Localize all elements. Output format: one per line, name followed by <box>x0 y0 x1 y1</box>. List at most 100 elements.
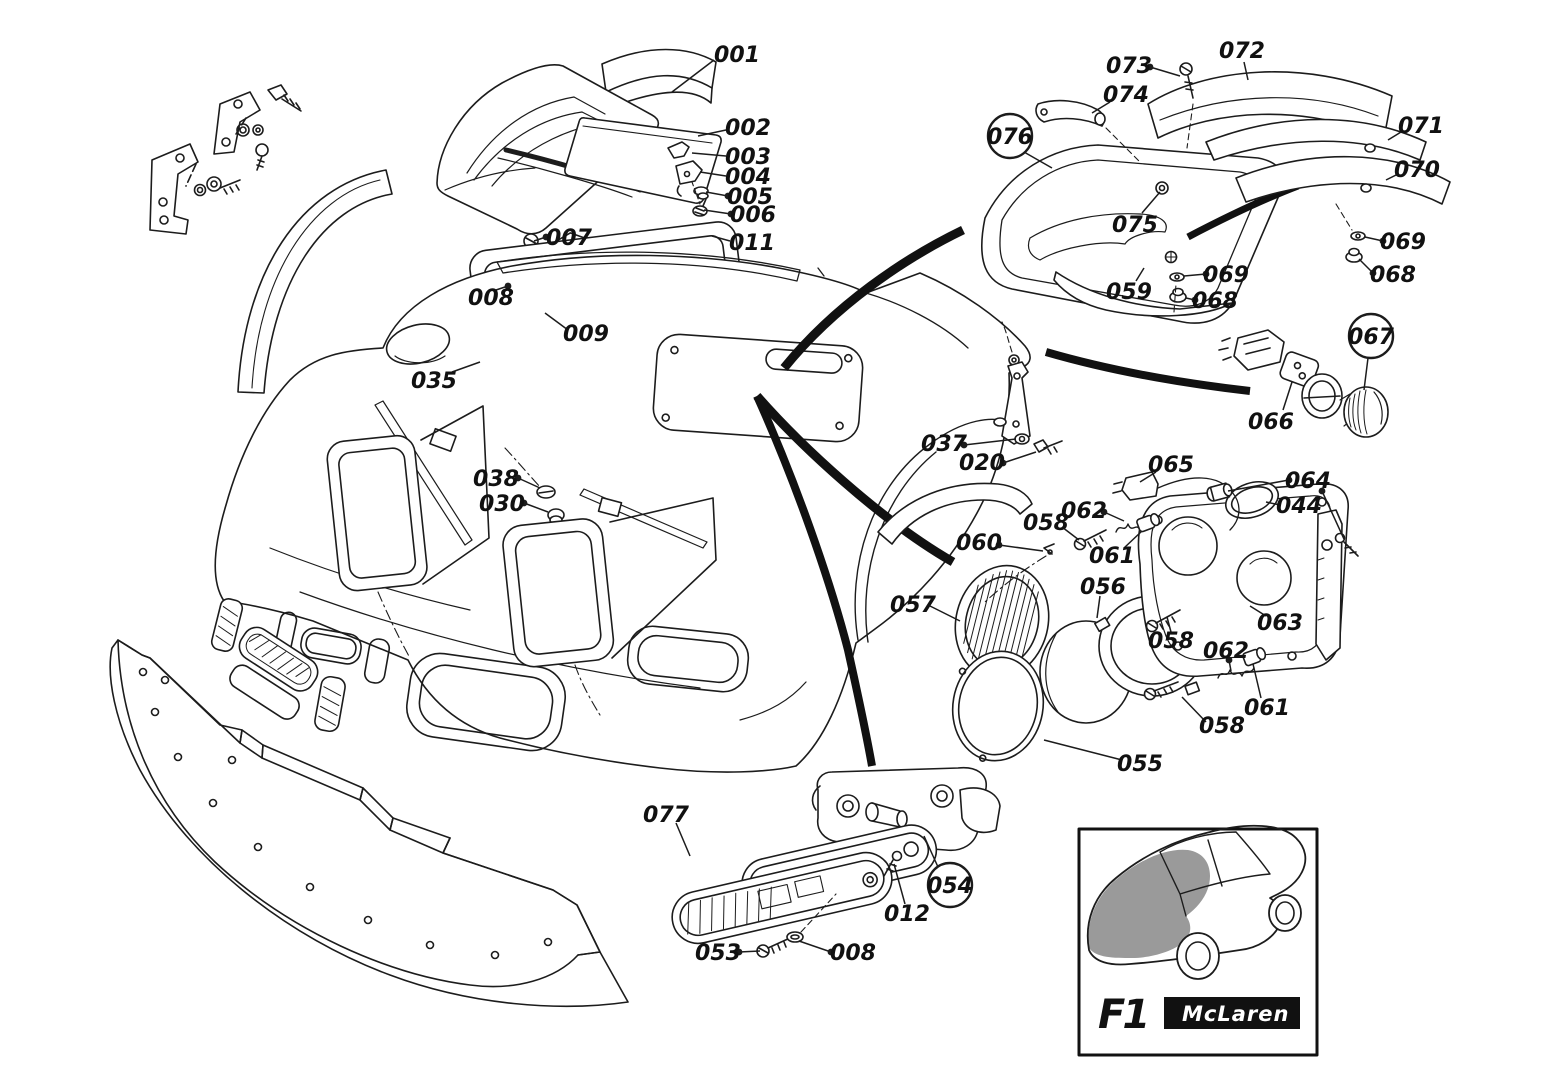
leader-line <box>705 191 729 197</box>
part-label-005: 005 <box>727 185 773 210</box>
leader-line <box>998 544 1044 552</box>
part-label-061: 061 <box>1244 696 1290 721</box>
part-label-067: 067 <box>1348 325 1395 350</box>
brand-legend-box: F1 McLaren <box>1077 824 1319 1057</box>
part-label-071: 071 <box>1398 114 1444 139</box>
part-label-009: 009 <box>563 322 609 347</box>
bold-leader-swooshes <box>753 225 1251 767</box>
part-label-037: 037 <box>921 432 968 457</box>
leader-line <box>451 361 481 373</box>
car-highlight-gray <box>1088 849 1210 958</box>
part-label-059: 059 <box>1106 280 1152 305</box>
leader-bullet <box>1202 270 1210 278</box>
leader-bullet <box>960 441 968 449</box>
leader-line <box>1141 191 1161 214</box>
leader-line <box>544 312 569 331</box>
part-label-053: 053 <box>695 941 741 966</box>
part-label-044: 044 <box>1276 494 1322 519</box>
label-circle <box>1347 312 1395 360</box>
leader-bullet <box>735 948 743 956</box>
part-label-058: 058 <box>1148 629 1194 654</box>
engine-cover-drawing <box>981 144 1366 324</box>
part-label-077: 077 <box>643 803 690 828</box>
part-label-008: 008 <box>468 286 514 311</box>
part-label-075: 075 <box>1112 213 1158 238</box>
part-label-065: 065 <box>1148 453 1194 478</box>
part-label-020: 020 <box>959 451 1005 476</box>
leader-line <box>1363 357 1369 391</box>
leader-line <box>1096 595 1101 619</box>
part-label-062: 062 <box>1061 499 1107 524</box>
leader-bullet <box>727 210 735 218</box>
leader-line <box>671 59 715 93</box>
leader-line <box>1243 61 1249 81</box>
leader-line <box>691 152 727 157</box>
mclaren-logo-plate <box>1164 997 1300 1029</box>
leader-line <box>1139 471 1157 483</box>
part-label-002: 002 <box>725 116 771 141</box>
part-label-008: 008 <box>830 941 876 966</box>
leader-bullet <box>724 192 732 200</box>
part-label-012: 012 <box>884 902 930 927</box>
leader-bullet <box>514 474 522 482</box>
leader-line <box>1249 605 1267 617</box>
leader-bullet <box>999 459 1007 467</box>
f1-logo: F1 <box>1098 992 1147 1038</box>
leader-line <box>1091 101 1111 114</box>
leader-line <box>738 950 761 953</box>
leader-line <box>1265 501 1281 506</box>
leader-bullet <box>1225 656 1233 664</box>
leader-line <box>711 235 731 242</box>
leader-line <box>1166 616 1172 633</box>
leader-line <box>893 863 906 905</box>
leader-line <box>1135 267 1145 282</box>
part-label-004: 004 <box>725 165 771 190</box>
leader-bullet <box>1379 237 1387 245</box>
leader-line <box>929 605 961 622</box>
indicator-lenses-drawing <box>210 598 346 733</box>
leader-bullet <box>1191 296 1199 304</box>
leader-line <box>1385 173 1399 181</box>
leader-bullet <box>1369 269 1377 277</box>
part-label-072: 072 <box>1219 39 1265 64</box>
leader-bullet <box>1318 487 1326 495</box>
leader-line <box>1282 381 1293 411</box>
part-label-073: 073 <box>1106 54 1152 79</box>
leader-line <box>923 835 939 868</box>
part-label-038: 038 <box>473 467 519 492</box>
mounting-brackets-drawing <box>149 84 302 235</box>
part-label-068: 068 <box>1370 263 1416 288</box>
label-circle <box>986 112 1034 160</box>
part-label-003: 003 <box>725 145 771 170</box>
leader-line <box>1321 490 1345 540</box>
right-arch-trim-drawing <box>877 482 1033 545</box>
part-label-056: 056 <box>1080 575 1126 600</box>
leader-bullet <box>1100 508 1108 516</box>
part-label-069: 069 <box>1380 230 1426 255</box>
leader-line <box>523 502 549 513</box>
part-label-068: 068 <box>1192 289 1238 314</box>
leader-line <box>1103 511 1125 522</box>
leader-bullet <box>504 282 512 290</box>
leader-line <box>1043 739 1123 761</box>
leader-line <box>1002 451 1037 464</box>
part-label-006: 006 <box>730 203 776 228</box>
leader-bullet <box>542 233 550 241</box>
part-label-074: 074 <box>1103 83 1149 108</box>
part-label-035: 035 <box>411 369 457 394</box>
leader-line <box>517 477 541 489</box>
leader-bullet <box>1285 476 1293 484</box>
leader-line <box>1061 526 1080 541</box>
leader-line <box>703 209 732 215</box>
headlamp-assembly-drawing <box>951 471 1359 762</box>
part-label-054: 054 <box>927 874 973 899</box>
leader-line <box>1123 530 1143 549</box>
intake-ducts-drawing <box>326 400 717 668</box>
leader-line <box>1387 131 1402 141</box>
hood-hinge-hardware-drawing <box>667 141 709 217</box>
label-circle <box>926 861 974 909</box>
part-label-070: 070 <box>1394 158 1440 183</box>
